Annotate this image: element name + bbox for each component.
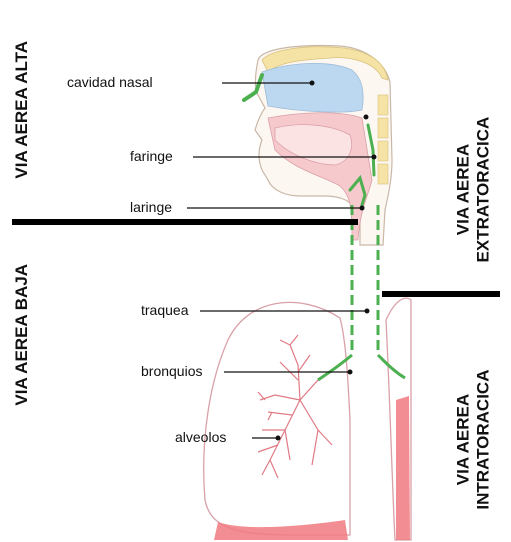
region-extra-line1: VIA AEREA <box>453 115 473 265</box>
leader-dot <box>348 370 353 375</box>
leader-dot <box>365 309 370 314</box>
mediastinum-vessel <box>396 396 410 540</box>
vertebra <box>378 95 388 115</box>
leader-dot <box>276 436 281 441</box>
region-via-aerea-extratoracica: VIA AEREA EXTRATORACICA <box>453 115 492 265</box>
region-intra-line1: VIA AEREA <box>453 365 473 515</box>
left-lung-outline <box>204 302 350 535</box>
region-via-aerea-intratoracica: VIA AEREA INTRATORACICA <box>453 365 492 515</box>
vertebra <box>378 118 388 138</box>
label-cavidad-nasal: cavidad nasal <box>67 75 153 89</box>
leader-dot <box>364 115 369 120</box>
leader-dot <box>360 206 365 211</box>
region-extra-line2: EXTRATORACICA <box>473 115 493 265</box>
label-faringe: faringe <box>130 149 173 163</box>
label-bronquios: bronquios <box>141 364 203 378</box>
label-traquea: traquea <box>141 303 188 317</box>
leader-dot <box>372 155 377 160</box>
label-laringe: laringe <box>130 200 172 214</box>
nasal-cavity-shape <box>262 63 363 112</box>
label-alveolos: alveolos <box>175 430 226 444</box>
region-intra-line2: INTRATORACICA <box>473 365 493 515</box>
vertebra <box>378 141 388 161</box>
region-via-aerea-baja: VIA AEREA BAJA <box>12 260 32 410</box>
leader-dot <box>310 81 315 86</box>
vertebra <box>378 164 388 184</box>
region-via-aerea-alta: VIA AEREA ALTA <box>12 35 32 185</box>
